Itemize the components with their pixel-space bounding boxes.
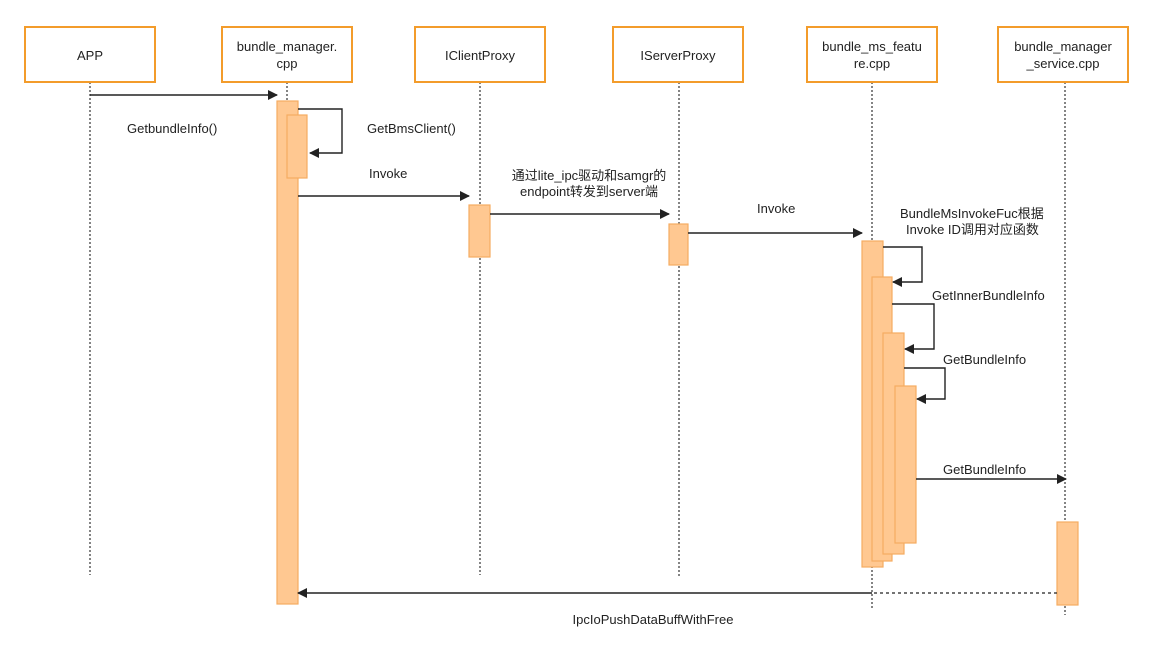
activation-bundle-manager-main xyxy=(276,100,299,605)
arrow-getbundleinfo-self xyxy=(904,367,946,404)
label-invoke-func-line2: Invoke ID调用对应函数 xyxy=(906,222,1039,237)
label-getbundleinfo-service: GetBundleInfo xyxy=(943,462,1026,477)
participant-iclientproxy-label: IClientProxy xyxy=(445,48,516,63)
activation-bundle-manager-nested xyxy=(286,114,308,179)
label-getinnerbundleinfo: GetInnerBundleInfo xyxy=(932,288,1045,303)
arrow-getbmsclient xyxy=(298,108,343,158)
label-ipc-forward-line1: 通过lite_ipc驱动和samgr的 xyxy=(512,168,667,183)
participant-bundle-manager-service-label-line2: _service.cpp xyxy=(1026,56,1100,71)
label-ipc-forward-line2: endpoint转发到server端 xyxy=(520,184,658,199)
participant-app: APP xyxy=(24,26,156,83)
label-invoke-2: Invoke xyxy=(757,201,795,216)
activation-iclientproxy xyxy=(468,204,491,258)
activation-iserverproxy xyxy=(668,223,689,266)
participant-bundle-ms-feature-label-line2: re.cpp xyxy=(854,56,890,71)
messages: GetbundleInfo() GetBmsClient() Invoke 通过… xyxy=(90,90,1067,627)
activation-bars xyxy=(276,100,1079,606)
participant-bundle-manager-service-label-line1: bundle_manager xyxy=(1014,39,1112,54)
participant-bundle-ms-feature: bundle_ms_featu re.cpp xyxy=(806,26,938,83)
activation-bundle-manager-service xyxy=(1056,521,1079,606)
participant-app-label: APP xyxy=(77,48,103,63)
participant-iserverproxy-label: IServerProxy xyxy=(640,48,716,63)
participant-bundle-manager-label-line1: bundle_manager. xyxy=(237,39,337,54)
arrow-invoke-func xyxy=(883,246,923,287)
activation-ms-feature-4 xyxy=(894,385,917,544)
label-getbundleinfo-call: GetbundleInfo() xyxy=(127,121,217,136)
participant-iclientproxy: IClientProxy xyxy=(414,26,546,83)
label-getbmsclient: GetBmsClient() xyxy=(367,121,456,136)
arrow-getinnerbundleinfo xyxy=(892,303,935,354)
participant-bundle-manager: bundle_manager. cpp xyxy=(221,26,353,83)
participant-iserverproxy: IServerProxy xyxy=(612,26,744,83)
participant-bundle-manager-label-line2: cpp xyxy=(277,56,298,71)
participant-bundle-manager-service: bundle_manager _service.cpp xyxy=(997,26,1129,83)
label-ipc-push: IpcIoPushDataBuffWithFree xyxy=(573,612,734,627)
label-getbundleinfo-self: GetBundleInfo xyxy=(943,352,1026,367)
label-invoke-func-line1: BundleMsInvokeFuc根据 xyxy=(900,206,1044,221)
label-invoke-1: Invoke xyxy=(369,166,407,181)
participant-bundle-ms-feature-label-line1: bundle_ms_featu xyxy=(822,39,922,54)
